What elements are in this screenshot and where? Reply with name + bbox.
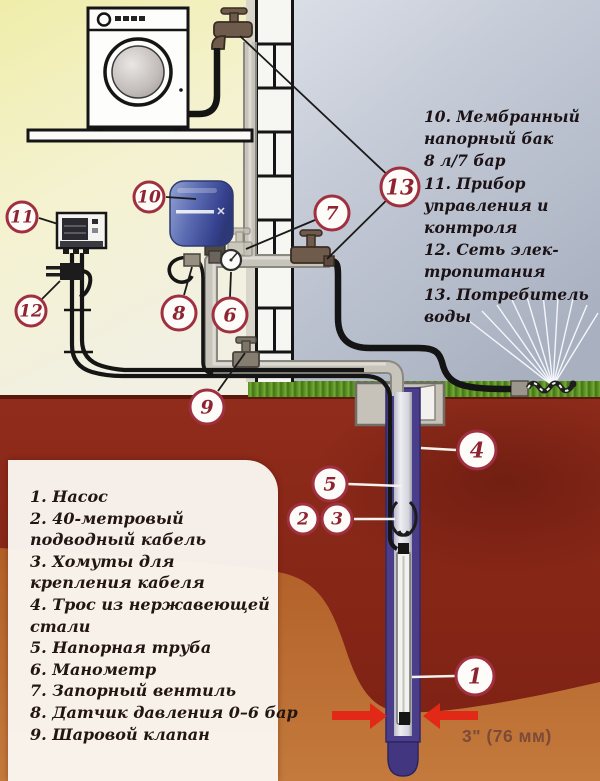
- legend-line: управления и: [424, 195, 549, 215]
- callout-6: 6: [211, 296, 249, 334]
- legend-line: 5. Напорная труба: [30, 638, 212, 658]
- sprinkler-spray: [467, 294, 599, 387]
- casing-bottom-cap: [387, 741, 419, 777]
- pressure-sensor-cable: [167, 255, 214, 376]
- legend-line: 12. Сеть элек-: [424, 240, 559, 260]
- membrane-tank: [169, 180, 234, 264]
- power-plug: [46, 263, 84, 280]
- callout-7: 7: [313, 194, 351, 232]
- washer-hose: [186, 48, 221, 118]
- outdoor-valve: [290, 229, 335, 267]
- washing-machine: [86, 6, 190, 131]
- callout-2: 2: [286, 502, 320, 536]
- well-diameter-label: 3" (76 мм): [462, 726, 552, 746]
- legend-line: 7. Запорный вентиль: [30, 681, 236, 701]
- callout-lines: [38, 35, 457, 679]
- legend-line: 6. Манометр: [30, 659, 157, 679]
- control-unit: [55, 211, 108, 254]
- callout-4: 4: [456, 429, 498, 471]
- garden-hose: [330, 257, 512, 393]
- washer-dial: [96, 12, 112, 27]
- faucet: [211, 7, 253, 50]
- callout-3: 3: [320, 502, 354, 536]
- legend-line: 2. 40-метровый: [30, 508, 184, 528]
- callout-13: 13: [379, 166, 421, 208]
- legend-line: подводный кабель: [30, 530, 207, 550]
- legend-line: 4. Трос из нержавеющей: [30, 594, 270, 614]
- callout-11: 11: [5, 200, 39, 234]
- outdoor-background: [250, 0, 600, 397]
- legend-line: крепления кабеля: [30, 573, 205, 593]
- shutoff-valve: [227, 227, 253, 257]
- legend-line: 9. Шаровой клапан: [30, 724, 210, 744]
- callout-8: 8: [160, 294, 198, 332]
- legend-left: 1. Насос 2. 40-метровый подводный кабель…: [30, 486, 298, 745]
- ball-valve: [232, 336, 260, 368]
- legend-line: воды: [424, 306, 472, 326]
- legend-line: напорный бак: [424, 129, 554, 149]
- legend-line: 10. Мембранный: [424, 107, 580, 126]
- callout-12: 12: [14, 294, 48, 328]
- submersible-pump: [396, 543, 411, 725]
- shelf: [26, 128, 254, 143]
- callout-5: 5: [311, 465, 349, 503]
- legend-line: 1. Насос: [30, 487, 108, 506]
- legend-right: 10. Мембранный напорный бак 8 л/7 бар 11…: [424, 106, 599, 328]
- legend-panel: 1. Насос 2. 40-метровый подводный кабель…: [8, 460, 298, 781]
- plug-cable: [79, 269, 93, 299]
- legend-line: 8. Датчик давления 0–6 бар: [30, 702, 298, 722]
- pump-cable: [64, 253, 399, 551]
- legend-line: контроля: [424, 217, 518, 237]
- legend-line: тропитания: [424, 262, 546, 282]
- callout-1: 1: [454, 655, 496, 697]
- red-arrows: [332, 703, 478, 729]
- callout-9: 9: [188, 388, 226, 426]
- pressure-pipe: [204, 42, 404, 396]
- legend-line: стали: [30, 616, 91, 636]
- pressure-gauge: [219, 248, 243, 272]
- pressure-sensor: [183, 253, 201, 267]
- legend-line: 3. Хомуты для: [30, 551, 175, 571]
- legend-line: 8 л/7 бар: [424, 151, 506, 171]
- legend-line: 13. Потребитель: [424, 284, 589, 304]
- legend-line: 11. Прибор: [424, 173, 526, 193]
- sprinkler: [510, 380, 577, 397]
- callout-10: 10: [132, 180, 166, 214]
